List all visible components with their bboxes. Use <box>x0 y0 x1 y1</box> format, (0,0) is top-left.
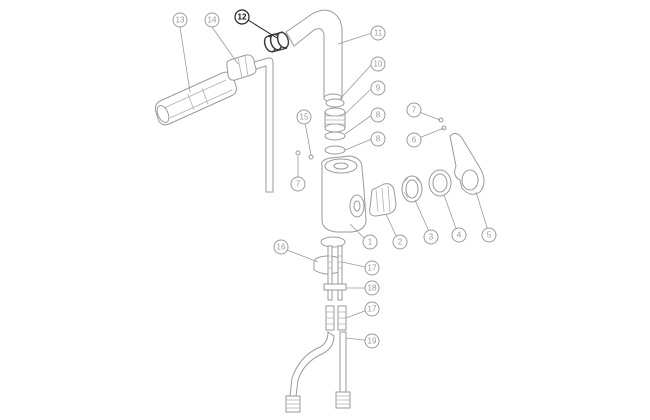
part-5-lever <box>449 132 485 195</box>
callout-7b: 7 <box>290 176 306 192</box>
svg-text:12: 12 <box>238 13 247 22</box>
svg-text:17: 17 <box>368 305 377 314</box>
callout-17b: 17 <box>364 301 380 317</box>
callout-10: 10 <box>370 56 386 72</box>
callout-5: 5 <box>481 227 497 243</box>
svg-text:9: 9 <box>376 84 381 93</box>
callout-17a: 17 <box>364 260 380 276</box>
svg-text:7: 7 <box>412 106 417 115</box>
svg-text:14: 14 <box>208 16 217 25</box>
part-12-ring <box>263 31 290 53</box>
part-8-oring-b <box>324 145 346 155</box>
part-vertical-pipe <box>253 57 274 193</box>
svg-text:17: 17 <box>368 264 377 273</box>
part-19-hoses <box>285 331 351 413</box>
part-14-connector <box>226 54 257 81</box>
part-9-cartridge <box>324 107 346 133</box>
part-17-nuts <box>325 305 347 331</box>
callout-9: 9 <box>370 80 386 96</box>
callout-15: 15 <box>296 109 312 125</box>
part-8-oring-a <box>324 131 346 141</box>
callout-7a: 7 <box>406 102 422 118</box>
svg-text:18: 18 <box>368 284 377 293</box>
svg-text:15: 15 <box>300 113 309 122</box>
svg-text:7: 7 <box>296 180 301 189</box>
callout-19: 19 <box>364 333 380 349</box>
part-11-main-spout <box>285 9 343 103</box>
callout-6: 6 <box>406 132 422 148</box>
callout-16: 16 <box>273 239 289 255</box>
callout-18: 18 <box>364 280 380 296</box>
part-2-cartridge <box>369 183 397 217</box>
callout-4: 4 <box>451 227 467 243</box>
callout-13: 13 <box>172 12 188 28</box>
part-15-nut <box>308 154 314 160</box>
callout-2: 2 <box>392 234 408 250</box>
svg-text:8: 8 <box>376 135 381 144</box>
part-4-cap <box>428 169 452 197</box>
svg-text:5: 5 <box>487 231 492 240</box>
callout-8b: 8 <box>370 131 386 147</box>
svg-text:13: 13 <box>176 16 185 25</box>
callout-14: 14 <box>204 12 220 28</box>
svg-text:10: 10 <box>374 60 383 69</box>
callout-11: 11 <box>370 25 386 41</box>
part-3-nut <box>401 175 423 203</box>
callouts: 13 14 12 11 10 9 8 8 7 6 15 7 1 2 3 4 5 … <box>172 9 497 349</box>
part-1-body <box>321 155 367 233</box>
callout-3: 3 <box>423 229 439 245</box>
svg-text:6: 6 <box>412 136 417 145</box>
svg-text:16: 16 <box>277 243 286 252</box>
callout-12: 12 <box>234 9 250 25</box>
svg-text:8: 8 <box>376 111 381 120</box>
part-7-screw-b <box>295 150 301 156</box>
callout-1: 1 <box>362 234 378 250</box>
svg-text:4: 4 <box>457 231 462 240</box>
svg-text:2: 2 <box>398 238 403 247</box>
part-18-threaded-rods <box>323 245 347 301</box>
part-13-spout-bar <box>155 71 237 126</box>
svg-text:1: 1 <box>368 238 373 247</box>
part-10-washer <box>325 98 345 108</box>
svg-text:11: 11 <box>374 29 383 38</box>
svg-text:3: 3 <box>429 233 434 242</box>
callout-8a: 8 <box>370 107 386 123</box>
svg-text:19: 19 <box>368 337 377 346</box>
